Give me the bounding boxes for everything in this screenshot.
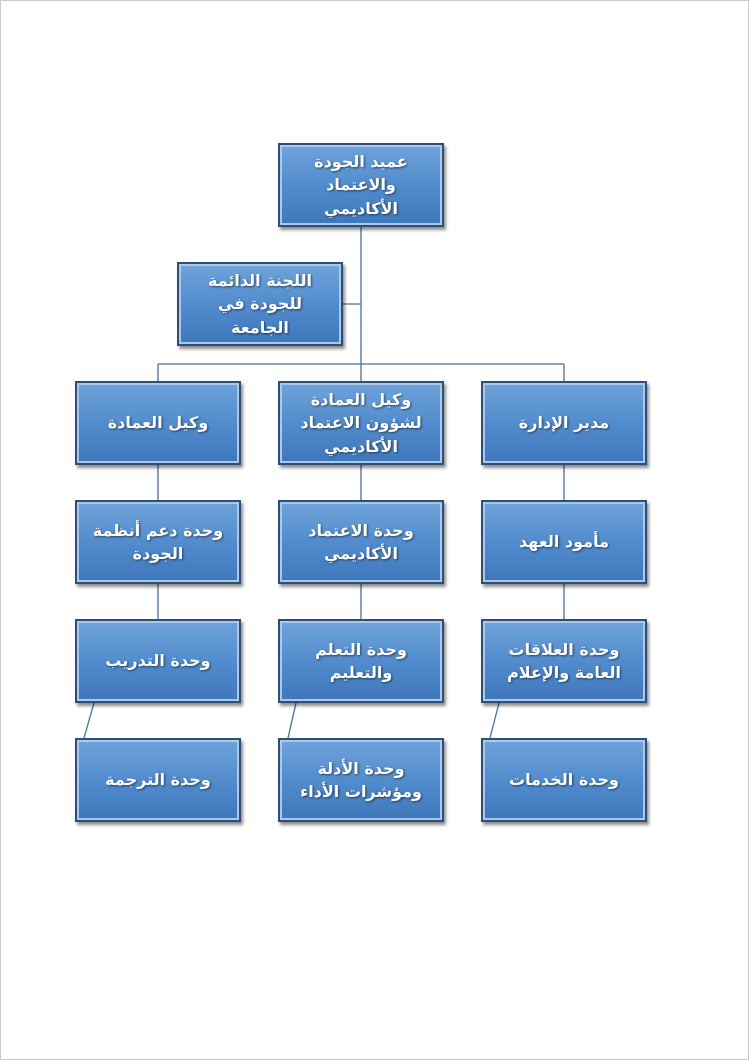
admin-director-box: مدير الإدارة	[481, 381, 647, 465]
learning-teaching-unit-label: وحدة التعلم والتعليم	[315, 639, 407, 682]
custody-officer-box: مأمود العهد	[481, 500, 647, 584]
dean-label: عميد الجودة والاعتماد الأكاديمي	[314, 152, 408, 218]
committee-label: اللجنة الدائمة للجودة في الجامعة	[207, 271, 312, 337]
services-unit-label: وحدة الخدمات	[509, 770, 619, 790]
translation-unit-box: وحدة الترجمة	[75, 738, 241, 822]
dean-box: عميد الجودة والاعتماد الأكاديمي	[278, 143, 444, 227]
translation-unit-label: وحدة الترجمة	[105, 770, 211, 790]
training-unit-label: وحدة التدريب	[105, 651, 211, 671]
public-relations-unit-label: وحدة العلاقات العامة والإعلام	[507, 639, 621, 682]
vice-dean-label: وكيل العمادة	[107, 413, 209, 433]
admin-director-label: مدير الإدارة	[518, 413, 610, 433]
vice-dean-box: وكيل العمادة	[75, 381, 241, 465]
services-unit-box: وحدة الخدمات	[481, 738, 647, 822]
committee-box: اللجنة الدائمة للجودة في الجامعة	[177, 262, 343, 346]
vice-dean-accreditation-box: وكيل العمادة لشؤون الاعتماد الأكاديمي	[278, 381, 444, 465]
evidence-indicators-unit-label: وحدة الأدلة ومؤشرات الأداء	[300, 758, 422, 801]
quality-systems-unit-label: وحدة دعم أنظمة الجودة	[92, 520, 224, 563]
evidence-indicators-unit-box: وحدة الأدلة ومؤشرات الأداء	[278, 738, 444, 822]
public-relations-unit-box: وحدة العلاقات العامة والإعلام	[481, 619, 647, 703]
custody-officer-label: مأمود العهد	[519, 532, 609, 552]
quality-systems-unit-box: وحدة دعم أنظمة الجودة	[75, 500, 241, 584]
vice-dean-accreditation-label: وكيل العمادة لشؤون الاعتماد الأكاديمي	[300, 390, 422, 456]
learning-teaching-unit-box: وحدة التعلم والتعليم	[278, 619, 444, 703]
accreditation-unit-box: وحدة الاعتماد الأكاديمي	[278, 500, 444, 584]
accreditation-unit-label: وحدة الاعتماد الأكاديمي	[308, 520, 414, 563]
training-unit-box: وحدة التدريب	[75, 619, 241, 703]
